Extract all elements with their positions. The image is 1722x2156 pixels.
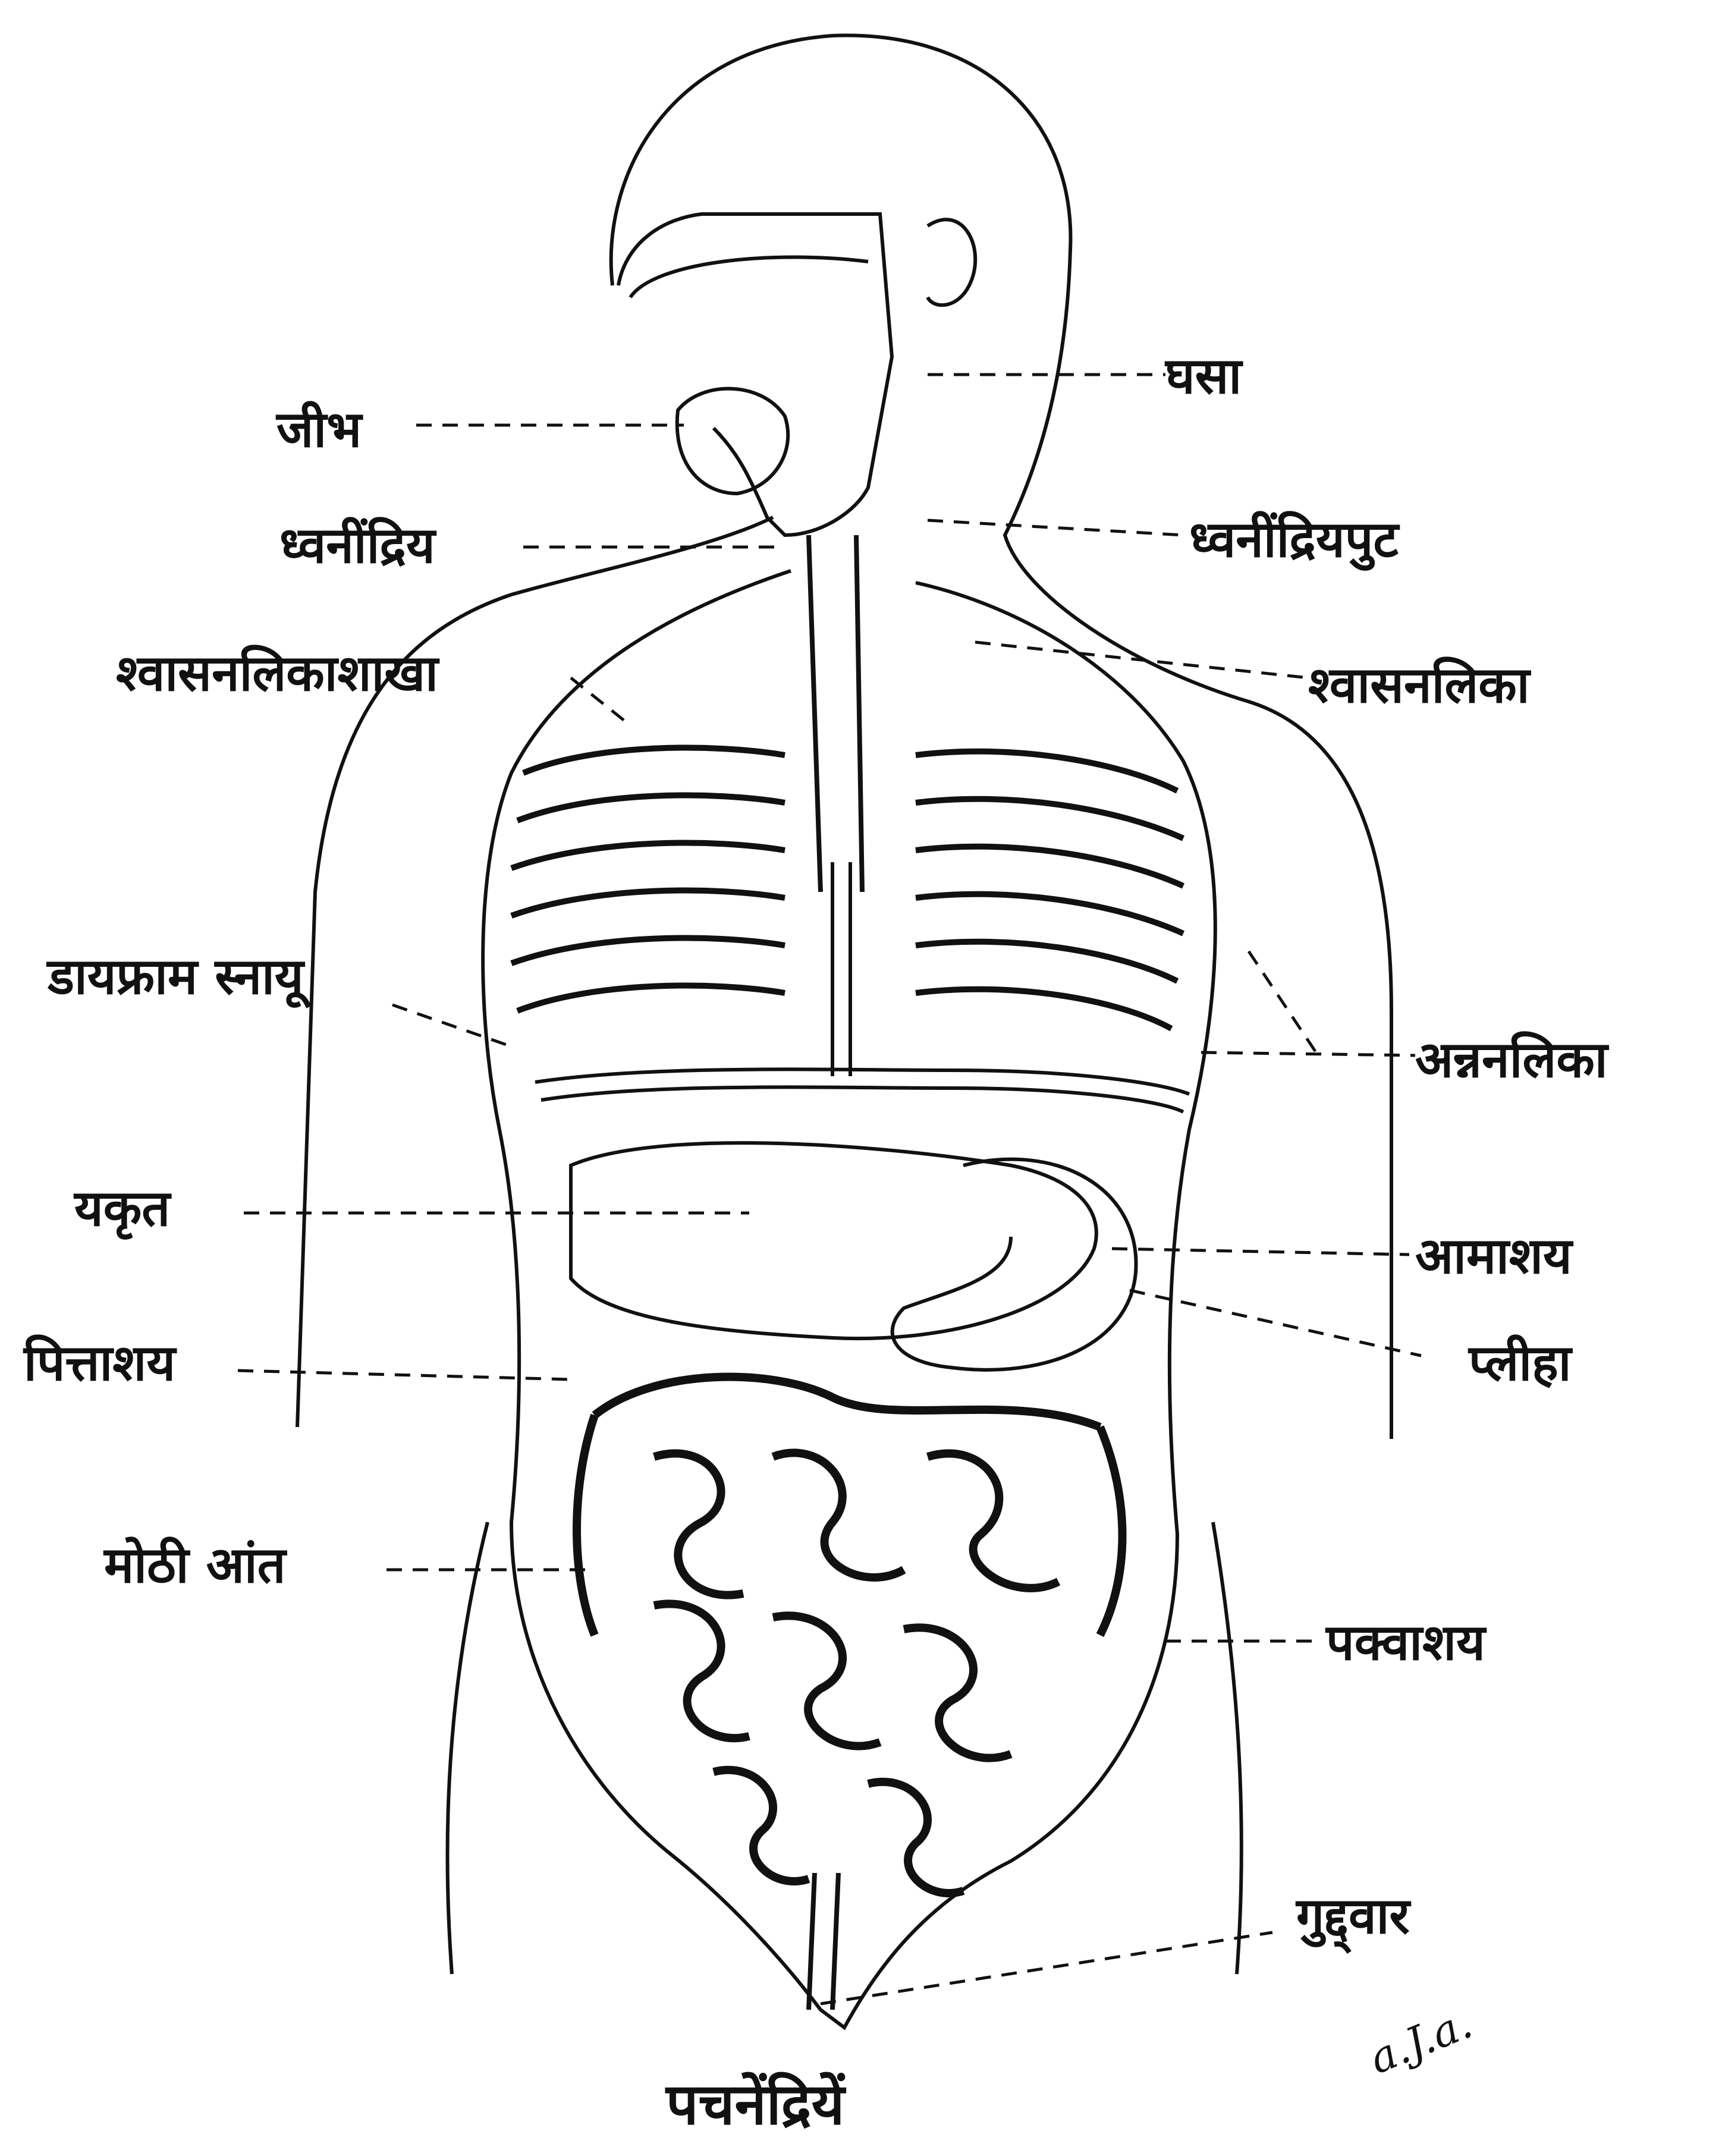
- label-anus: गुद्द्वार: [1296, 1891, 1410, 1941]
- ear: [928, 219, 975, 305]
- diagram-caption: पचनेंद्रियें: [666, 2063, 844, 2141]
- rectum: [809, 1873, 838, 2010]
- label-esophagus: अन्ननलिका: [1415, 1035, 1608, 1085]
- torso-outline: [483, 571, 1215, 2028]
- label-bronchi: श्वासनलिकाशाखा: [116, 648, 438, 698]
- label-throat: घसा: [1165, 351, 1242, 401]
- label-stomach: आमाशय: [1415, 1231, 1572, 1281]
- esophagus-tube: [832, 862, 850, 1076]
- head-outline: [611, 36, 1391, 1439]
- label-large-intestine: मोठी आंत: [104, 1540, 286, 1590]
- tongue-shape: [677, 389, 788, 494]
- leader-lines: [238, 375, 1421, 2004]
- intestines: [577, 1377, 1123, 1893]
- stomach-shape: [893, 1159, 1136, 1370]
- label-trachea: श्वासनलिका: [1308, 660, 1530, 710]
- label-voice-organ: ध्वनींद्रिय: [279, 520, 435, 570]
- ribcage: [511, 748, 1183, 1029]
- label-larynx-cover: ध्वनींद्रियपुट: [1189, 514, 1399, 564]
- liver-shape: [571, 1143, 1096, 1338]
- label-tongue: जीभ: [276, 404, 362, 454]
- label-spleen: प्लीहा: [1469, 1338, 1571, 1388]
- label-liver: यकृत: [74, 1183, 170, 1233]
- label-duodenum: पक्वाशय: [1326, 1617, 1485, 1667]
- label-gallbladder: पित्ताशय: [24, 1338, 175, 1388]
- trachea-tube: [809, 535, 862, 892]
- label-diaphragm: डायफ्राम स्नायू: [48, 951, 304, 1001]
